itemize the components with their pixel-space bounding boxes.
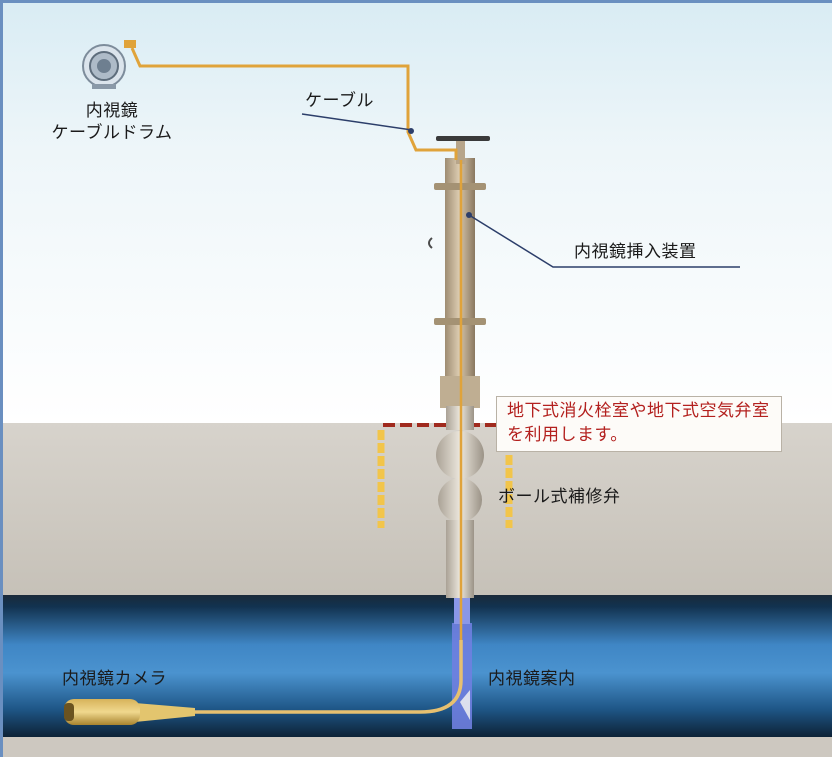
callout-box: 地下式消火栓室や地下式空気弁室を利用します。 <box>496 396 782 452</box>
ground-bottom <box>3 737 832 757</box>
insert-leader <box>468 214 740 268</box>
insert-leader-dot <box>466 212 472 218</box>
cable-leader <box>301 113 413 131</box>
guide-lip <box>460 690 470 720</box>
label-ball-valve: ボール式補修弁 <box>498 487 621 507</box>
endoscope-camera <box>64 699 140 725</box>
insertion-rod <box>456 140 465 164</box>
cable-line <box>130 47 458 160</box>
label-cable-drum: 内視鏡 ケーブルドラム <box>22 100 202 144</box>
cable-leader-dot <box>408 128 414 134</box>
camera-taper <box>135 703 195 722</box>
sky-area <box>3 3 832 423</box>
label-endoscope-guide: 内視鏡案内 <box>488 669 576 689</box>
label-cable: ケーブル <box>305 91 374 111</box>
camera-cable <box>190 640 463 714</box>
label-cable-drum-line2: ケーブルドラム <box>51 123 173 143</box>
label-insertion-device: 内視鏡挿入装置 <box>574 242 697 262</box>
insertion-handle <box>436 136 490 141</box>
pole-clamp-icon <box>428 237 433 249</box>
cable-drum-icon <box>82 40 136 89</box>
label-endoscope-camera: 内視鏡カメラ <box>62 669 167 689</box>
label-cable-drum-line1: 内視鏡 <box>85 101 139 121</box>
camera-lens <box>64 703 74 721</box>
